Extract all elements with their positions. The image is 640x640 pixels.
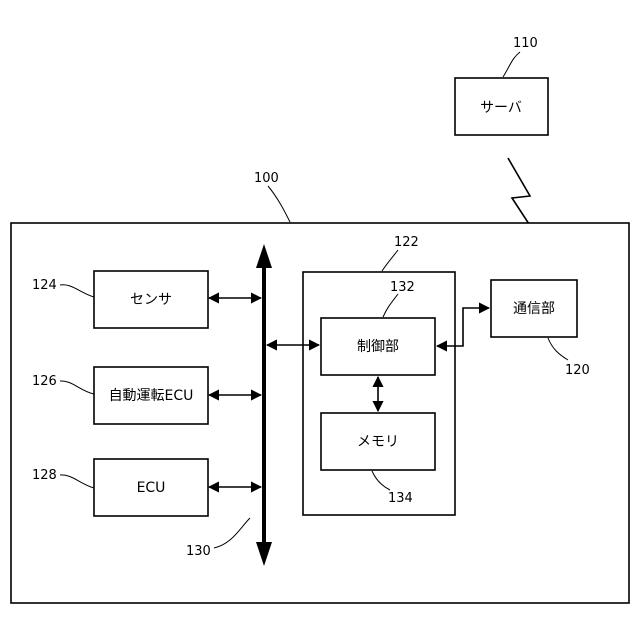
controller-unit-ref: 122 xyxy=(394,235,419,250)
sensor-ref: 124 xyxy=(32,278,57,293)
ecu-label: ECU xyxy=(137,480,166,496)
control-label: 制御部 xyxy=(357,339,399,355)
comm-label: 通信部 xyxy=(513,301,555,317)
bus-ref: 130 xyxy=(186,544,211,559)
controller-unit-box xyxy=(303,272,455,515)
server-ref: 110 xyxy=(513,36,538,51)
memory-label: メモリ xyxy=(357,434,399,450)
server-leader xyxy=(503,52,520,77)
control-ref: 132 xyxy=(390,280,415,295)
server-label: サーバ xyxy=(480,100,522,116)
ad-ecu-ref: 126 xyxy=(32,374,57,389)
vehicle-leader xyxy=(268,186,290,222)
vehicle-ref: 100 xyxy=(254,171,279,186)
comm-ref: 120 xyxy=(565,363,590,378)
ecu-ref: 128 xyxy=(32,468,57,483)
ad-ecu-label: 自動運転ECU xyxy=(109,388,194,404)
sensor-label: センサ xyxy=(130,292,172,308)
memory-ref: 134 xyxy=(388,491,413,506)
